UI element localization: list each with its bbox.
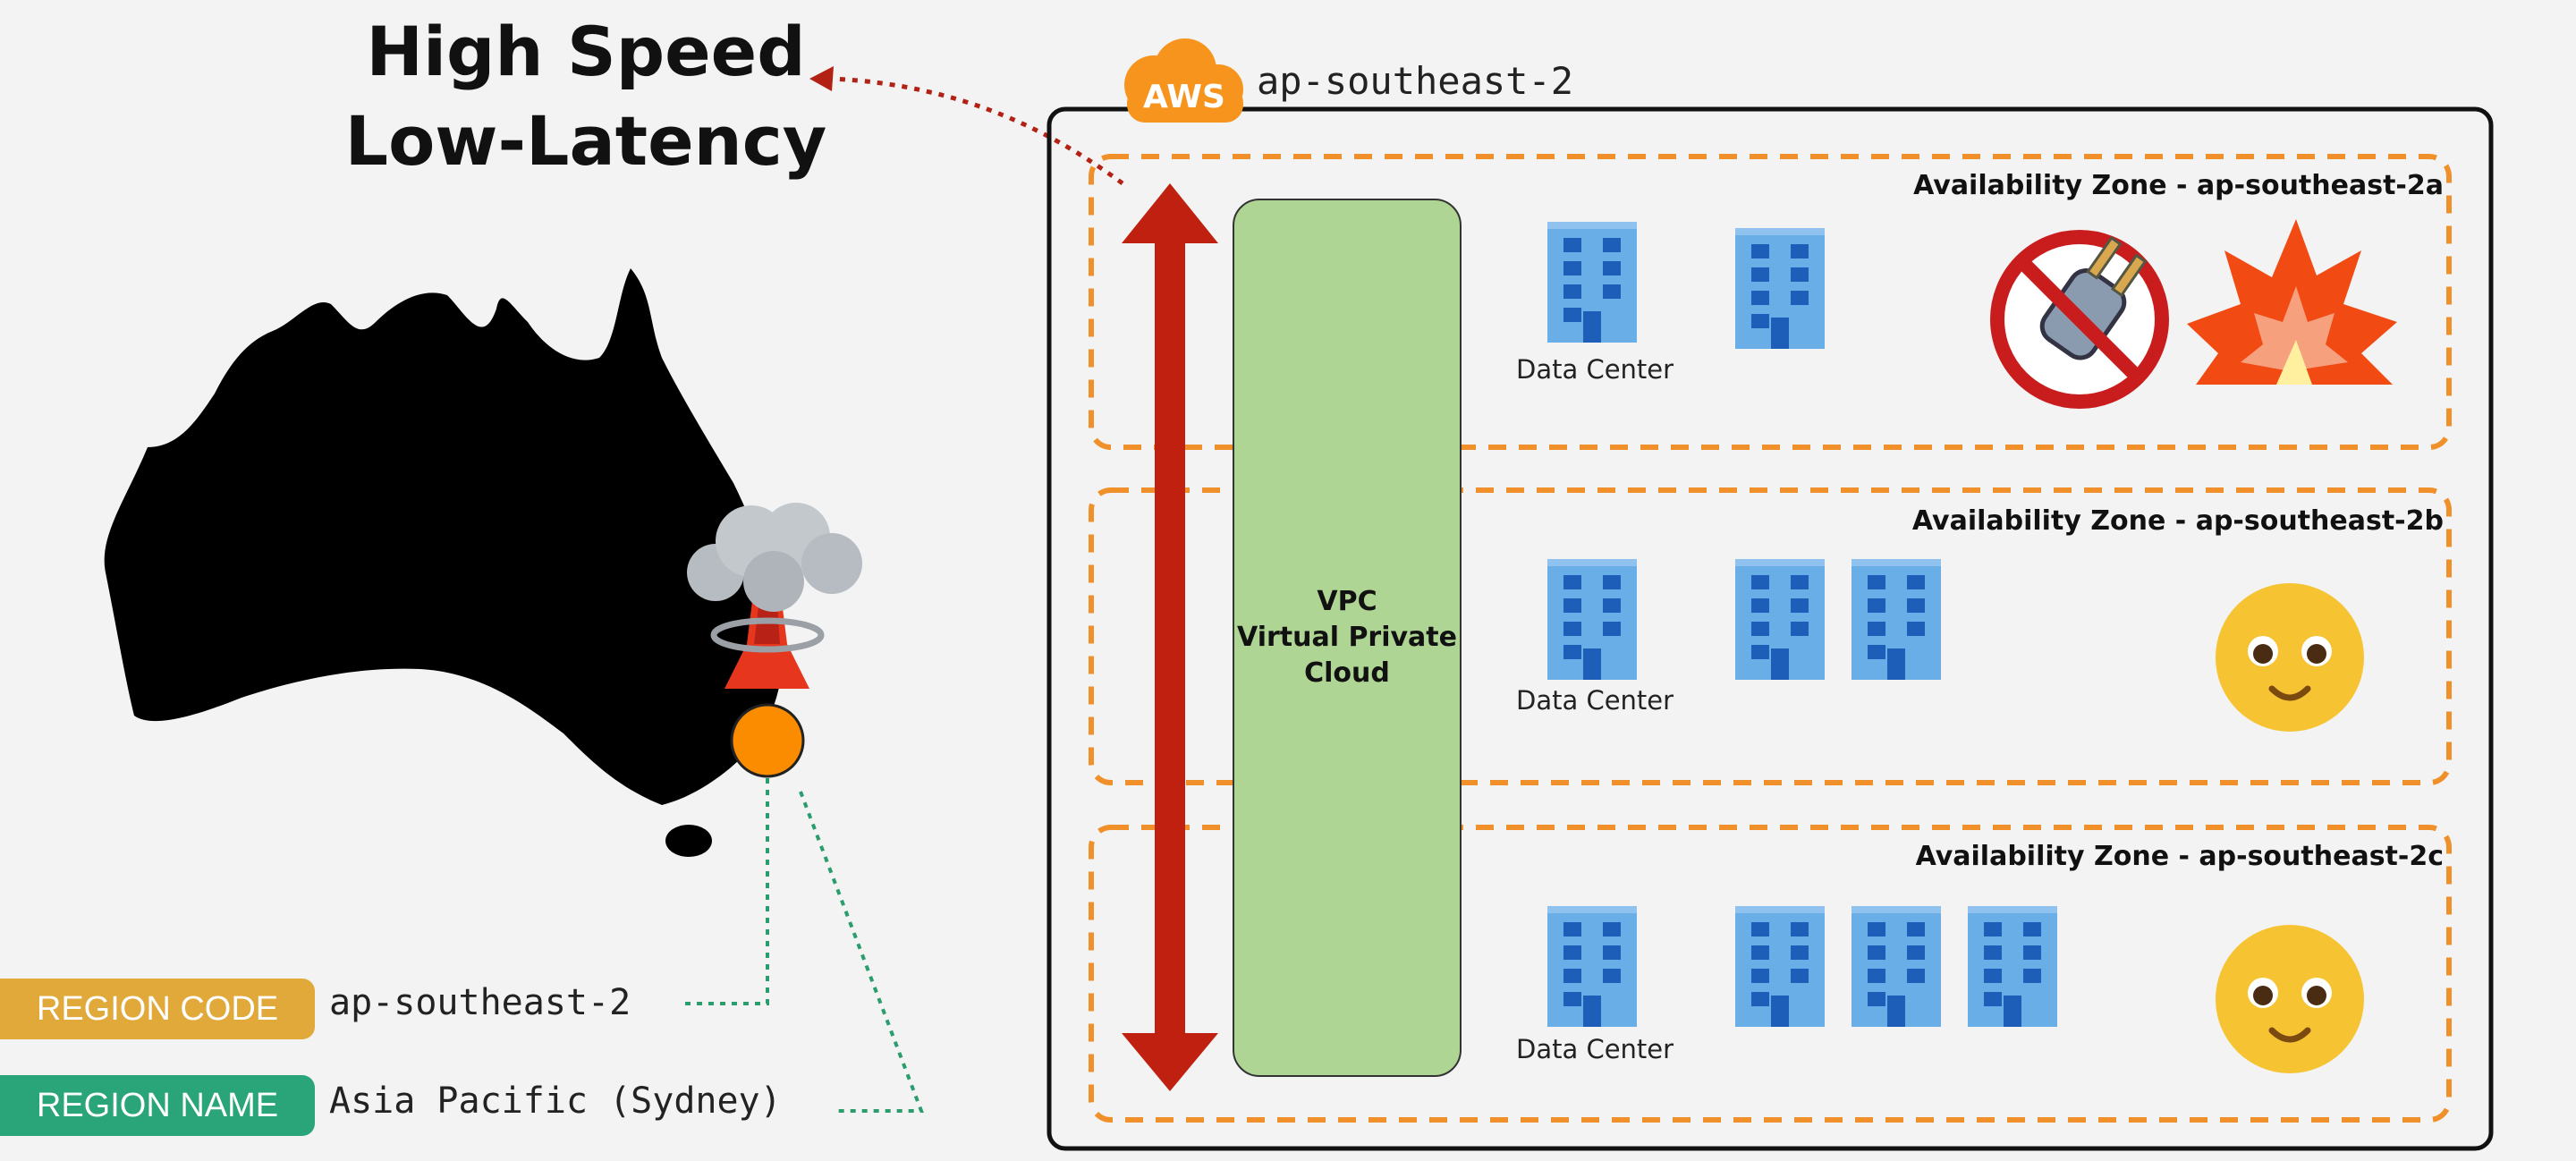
- availability-zone-2c-box: [1089, 825, 2452, 1123]
- tasmania-map: [665, 825, 712, 857]
- availability-zone-2a-label: Availability Zone - ap-southeast-2a: [1913, 170, 2444, 201]
- aws-region-box: [1046, 106, 2494, 1151]
- data-center-building-icon: [1547, 559, 1637, 680]
- availability-zone-2c-label: Availability Zone - ap-southeast-2c: [1915, 841, 2444, 872]
- aws-region-label: ap-southeast-2: [1257, 59, 1574, 103]
- australia-map: [104, 268, 783, 805]
- region-name-value: Asia Pacific (Sydney): [329, 1080, 782, 1122]
- no-power-icon: [1990, 230, 2169, 409]
- aws-logo-text: AWS: [1143, 79, 1225, 115]
- data-center-label: Data Center: [1516, 354, 1674, 385]
- smiley-face-icon: [2216, 925, 2364, 1073]
- region-connector-lines: [680, 778, 924, 1113]
- data-center-label: Data Center: [1516, 685, 1674, 716]
- vpc-title: VPC: [1317, 586, 1377, 617]
- headline-line-1: High Speed: [366, 12, 806, 91]
- availability-zone-2b-label: Availability Zone - ap-southeast-2b: [1911, 505, 2444, 537]
- data-center-label: Data Center: [1516, 1034, 1674, 1064]
- availability-zone-2a-box: [1089, 154, 2452, 450]
- smiley-face-icon: [2216, 583, 2364, 732]
- eruption-icon: [687, 503, 862, 689]
- headline-line-2: Low-Latency: [344, 101, 827, 181]
- low-latency-link-arrow: [1122, 183, 1218, 1091]
- headline: High Speed Low-Latency: [295, 7, 877, 186]
- building-icon: [1735, 559, 1825, 680]
- vpc-box: VPC Virtual Private Cloud: [1233, 199, 1462, 1077]
- explosion-icon: [2187, 219, 2397, 385]
- region-code-value: ap-southeast-2: [329, 982, 631, 1023]
- region-name-pill: REGION NAME: [0, 1075, 315, 1136]
- aws-logo-cloud: [1124, 38, 1243, 123]
- building-icon: [1968, 906, 2057, 1027]
- sydney-location-dot: [730, 703, 805, 778]
- vpc-subtitle-line-1: Virtual Private: [1237, 622, 1457, 653]
- data-center-building-icon: [1547, 906, 1637, 1027]
- building-icon: [1852, 906, 1941, 1027]
- building-icon: [1735, 906, 1825, 1027]
- building-icon: [1735, 228, 1825, 349]
- region-code-pill: REGION CODE: [0, 979, 315, 1039]
- vpc-subtitle-line-2: Cloud: [1304, 657, 1390, 689]
- availability-zone-2b-box: [1089, 487, 2452, 785]
- latency-pointer-arrow: [809, 66, 1124, 186]
- data-center-building-icon: [1547, 222, 1637, 343]
- building-icon: [1852, 559, 1941, 680]
